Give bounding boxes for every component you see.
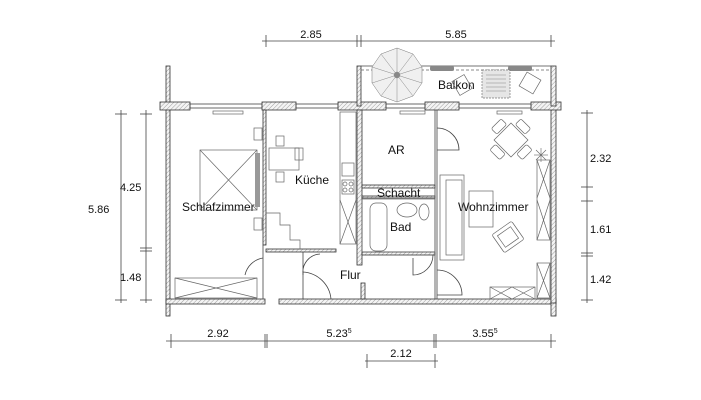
dim-bottom-2: 5.235 xyxy=(326,328,351,340)
dim-left-lower: 1.48 xyxy=(120,272,141,284)
room-label-bad: Bad xyxy=(390,220,411,234)
furniture-kitchen xyxy=(266,111,357,249)
furniture-bathroom xyxy=(361,198,436,253)
dim-left-total: 5.86 xyxy=(88,204,109,216)
dim-top-1: 2.85 xyxy=(300,29,321,41)
room-label-flur: Flur xyxy=(340,268,361,282)
dim-bottom-3: 3.555 xyxy=(472,328,497,340)
room-label-balkon: Balkon xyxy=(438,78,475,92)
dim-right-3: 1.42 xyxy=(590,274,611,286)
furniture-balcony xyxy=(371,47,542,103)
dimension-left: 5.86 4.25 1.48 xyxy=(88,110,152,303)
plant-icon xyxy=(534,148,548,162)
dim-right-1: 2.32 xyxy=(590,153,611,165)
dimension-bottom: 2.92 5.235 3.555 2.12 xyxy=(166,328,556,368)
dim-top-2: 5.85 xyxy=(445,29,466,41)
furniture-living xyxy=(439,119,551,300)
room-label-ar: AR xyxy=(388,143,405,157)
dim-right-2: 1.61 xyxy=(590,224,611,236)
doors xyxy=(244,127,463,300)
umbrella-icon xyxy=(371,47,423,103)
room-label-kueche: Küche xyxy=(295,173,329,187)
dim-bottom-sub: 2.12 xyxy=(390,348,411,360)
room-label-schacht: Schacht xyxy=(377,186,421,200)
dimension-top: 2.85 5.85 xyxy=(262,29,555,47)
dim-bottom-1: 2.92 xyxy=(207,328,228,340)
room-label-schlafzimmer: Schlafzimmer xyxy=(182,200,255,214)
dim-left-upper: 4.25 xyxy=(120,182,141,194)
dimension-right: 2.32 1.61 1.42 xyxy=(581,110,611,303)
furniture-bedroom xyxy=(174,127,263,299)
interior-walls xyxy=(262,109,438,300)
